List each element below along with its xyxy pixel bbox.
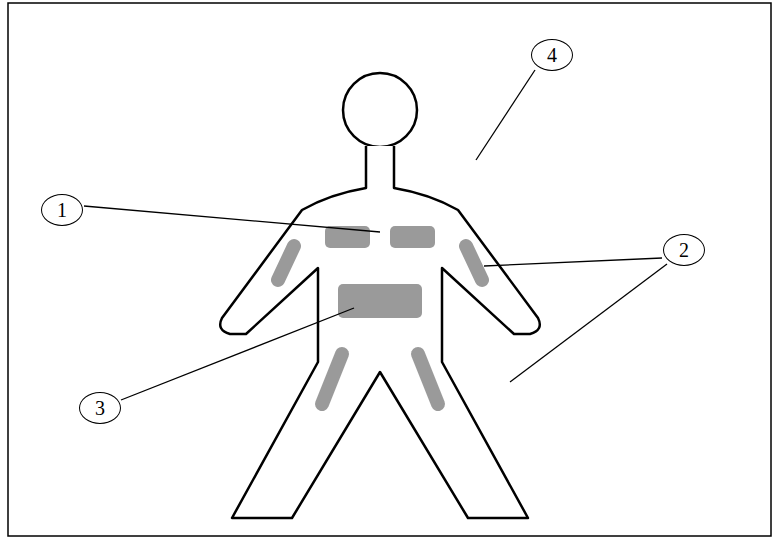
thigh-pad bbox=[418, 354, 438, 404]
callout-number: 3 bbox=[79, 392, 121, 424]
leader-lines bbox=[84, 70, 667, 400]
callout-number: 1 bbox=[41, 194, 83, 226]
thigh-pad bbox=[322, 354, 342, 404]
frame-border bbox=[8, 3, 771, 536]
callout-number: 4 bbox=[531, 39, 573, 71]
arm-pad bbox=[466, 246, 482, 280]
leader-line bbox=[484, 258, 662, 266]
leader-line bbox=[476, 70, 535, 160]
abdomen-pad bbox=[338, 284, 422, 318]
head-outline bbox=[343, 73, 417, 147]
arm-pad bbox=[278, 246, 294, 280]
leader-line bbox=[510, 264, 667, 382]
callout-text: 4 bbox=[547, 45, 557, 65]
body-outline bbox=[220, 146, 540, 518]
callout-text: 1 bbox=[57, 200, 67, 220]
callout-text: 2 bbox=[679, 240, 689, 260]
callout-text: 3 bbox=[95, 398, 105, 418]
limb-pads bbox=[278, 246, 482, 404]
chest-pad bbox=[390, 226, 435, 248]
callout-number: 2 bbox=[663, 234, 705, 266]
leader-line bbox=[84, 206, 380, 232]
leader-line bbox=[121, 308, 354, 400]
electrode-pads bbox=[325, 226, 435, 318]
